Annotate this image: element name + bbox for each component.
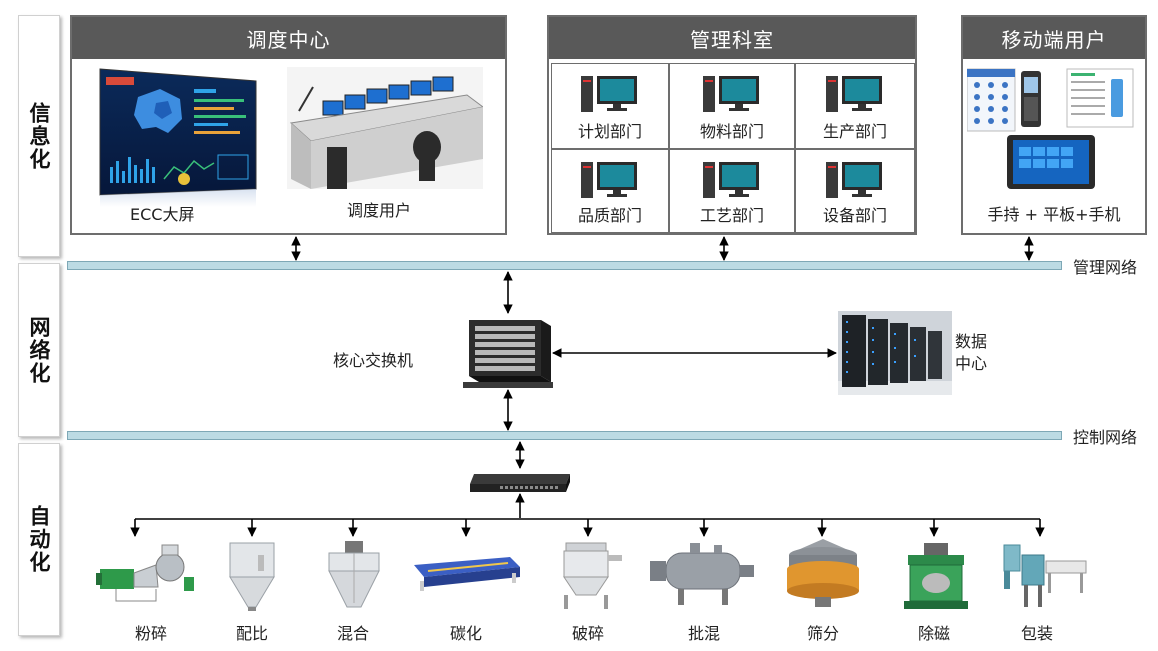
layer-informatization-label: 信息化 — [27, 101, 51, 171]
department-label: 物料部门 — [699, 122, 764, 141]
department-label: 设备部门 — [822, 206, 887, 225]
equipment-label: 除磁 — [917, 624, 950, 643]
demagnetizer-icon — [904, 543, 968, 609]
management-title: 管理科室 — [549, 17, 915, 59]
department-cell: 品质部门 — [551, 149, 669, 233]
desktop-computer-icon — [581, 76, 637, 112]
equipment-label: 包装 — [1020, 624, 1053, 643]
mobile-users-panel: 移动端用户 手持 + 平板+手机 — [961, 15, 1147, 235]
desktop-computer-icon — [581, 162, 637, 198]
packaging-machine-icon — [1003, 544, 1087, 607]
sieve-icon — [787, 539, 859, 607]
department-label: 工艺部门 — [699, 206, 764, 225]
desktop-computer-icon — [826, 162, 882, 198]
ecc-screen-label: ECC大屏 — [130, 205, 195, 224]
department-cell: 物料部门 — [669, 63, 795, 149]
desktop-computer-icon — [826, 76, 882, 112]
department-label: 品质部门 — [577, 206, 642, 225]
layer-networking-label: 网络化 — [27, 315, 51, 385]
equipment-label: 批混 — [687, 624, 720, 643]
core-switch-label: 核心交换机 — [333, 351, 414, 370]
department-cell: 计划部门 — [551, 63, 669, 149]
department-cell: 生产部门 — [795, 63, 915, 149]
dispatch-user-label: 调度用户 — [347, 201, 412, 220]
layer-informatization: 信息化 — [18, 15, 60, 257]
data-center-label: 数据 中心 — [955, 332, 988, 373]
access-switch-icon — [470, 474, 570, 492]
desktop-computer-icon — [703, 76, 759, 112]
layer-networking: 网络化 — [18, 263, 60, 437]
data-center-icon — [838, 311, 952, 395]
equipment-label: 粉碎 — [134, 624, 167, 643]
department-cell: 工艺部门 — [669, 149, 795, 233]
pulverizer-icon — [96, 544, 194, 602]
control-network-label: 控制网络 — [1073, 428, 1138, 447]
mixer-icon — [328, 541, 380, 608]
equipment-label: 碳化 — [449, 624, 482, 643]
department-label: 计划部门 — [577, 122, 642, 141]
carbonization-furnace-icon — [414, 557, 520, 591]
layer-automation-label: 自动化 — [27, 505, 51, 574]
department-cell: 设备部门 — [795, 149, 915, 233]
dispatch-workstation-image — [287, 67, 485, 189]
equipment-label: 筛分 — [806, 624, 839, 643]
batch-mixer-icon — [650, 543, 754, 605]
management-panel: 管理科室 计划部门 物料部门 生产部门 品质部门 — [547, 15, 917, 235]
equipment-label: 混合 — [336, 624, 369, 643]
control-network-bar — [67, 431, 1062, 440]
management-network-bar — [67, 261, 1062, 270]
dispatch-center-title: 调度中心 — [72, 17, 505, 59]
desktop-computer-icon — [703, 162, 759, 198]
mobile-devices-icon — [967, 68, 1134, 189]
crusher-icon — [563, 542, 622, 609]
ecc-screen-image — [98, 67, 258, 207]
department-label: 生产部门 — [822, 122, 887, 141]
equipment-label: 配比 — [235, 624, 268, 643]
ecc-screen-icon — [99, 68, 257, 207]
mobile-users-caption: 手持 + 平板+手机 — [987, 205, 1121, 224]
dispatch-center-panel: 调度中心 — [70, 15, 507, 235]
batching-silo-icon — [229, 542, 275, 611]
mobile-users-title: 移动端用户 — [963, 17, 1145, 59]
core-switch-icon — [463, 320, 553, 388]
equipment-label: 破碎 — [571, 624, 604, 643]
management-network-label: 管理网络 — [1073, 258, 1138, 277]
layer-automation: 自动化 — [18, 443, 60, 636]
workstation-icon — [287, 67, 485, 189]
